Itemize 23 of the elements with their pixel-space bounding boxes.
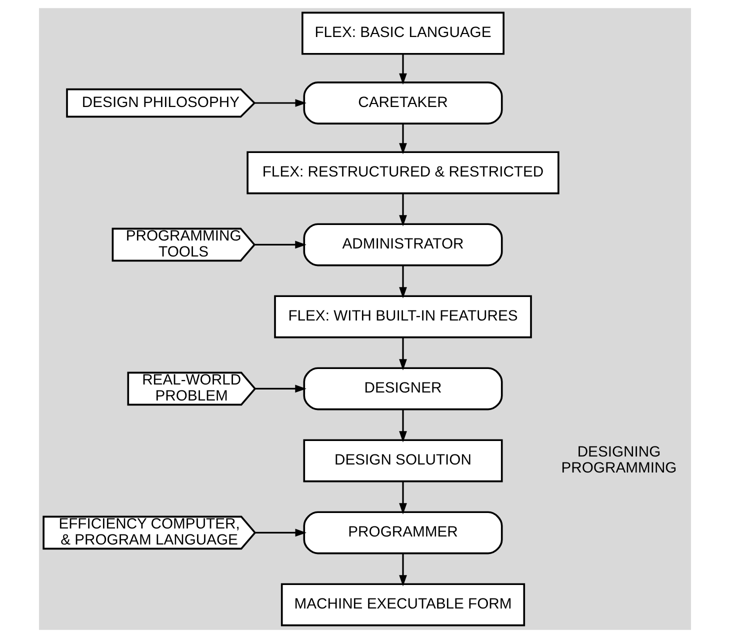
node-box: ADMINISTRATOR: [302, 223, 502, 266]
label: PROGRAMMING: [560, 460, 676, 477]
arrow: [254, 240, 306, 249]
arrow: [398, 194, 406, 226]
node-box: DESIGN SOLUTION: [302, 439, 502, 482]
node-box: MACHINE EXECUTABLE FORM: [280, 583, 525, 626]
node-box: DESIGNER: [302, 367, 502, 410]
arrow: [398, 54, 406, 85]
arrow: [398, 482, 406, 514]
arrow: [398, 124, 406, 154]
node-box: FLEX: WITH BUILT-IN FEATURES: [274, 295, 532, 338]
arrow: [254, 528, 306, 537]
label: DESIGNING: [576, 444, 660, 461]
arrow: [398, 338, 406, 370]
arrow: [254, 384, 306, 393]
node-box: PROGRAMMER: [302, 511, 502, 554]
node-box: FLEX: RESTRUCTURED & RESTRICTED: [246, 151, 559, 194]
node-box: FLEX: BASIC LANGUAGE: [301, 12, 504, 55]
arrow: [254, 99, 306, 107]
arrow: [398, 410, 406, 442]
node-box: CARETAKER: [302, 82, 502, 124]
arrow: [398, 266, 406, 298]
arrow: [398, 554, 406, 586]
